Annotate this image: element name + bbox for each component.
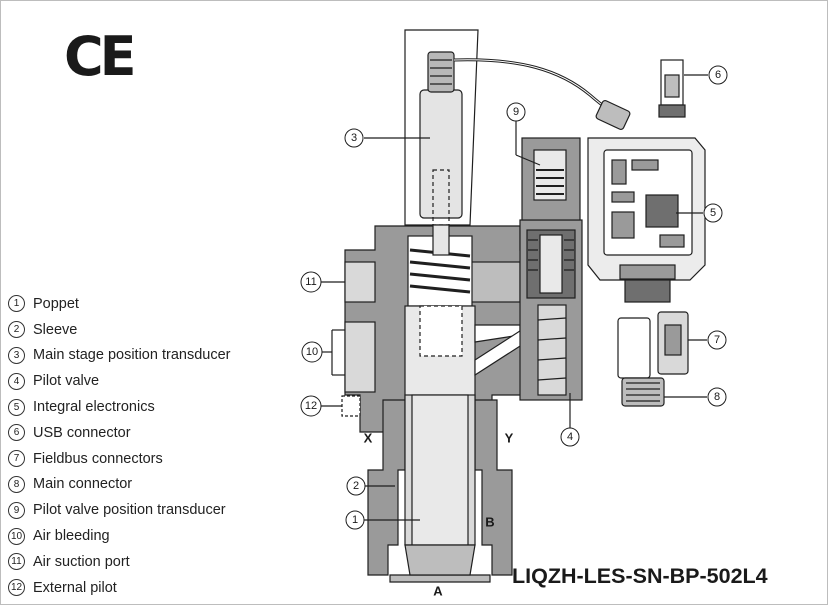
callout-9-label: 9 bbox=[513, 106, 519, 118]
legend-label: USB connector bbox=[33, 424, 131, 441]
legend-number: 3 bbox=[8, 346, 25, 364]
legend-label: Pilot valve bbox=[33, 373, 100, 390]
callout-6 bbox=[708, 65, 728, 85]
model-code: LIQZH-LES-SN-BP-502L4 bbox=[512, 564, 768, 588]
integral-electronics-box bbox=[587, 137, 706, 303]
callout-4-label: 4 bbox=[567, 431, 573, 443]
legend-number: 2 bbox=[8, 321, 25, 339]
legend-item-poppet: 1 Poppet bbox=[8, 291, 278, 317]
legend-item-air-suction-port: 11 Air suction port bbox=[8, 549, 278, 575]
callout-3 bbox=[344, 128, 364, 148]
cable-plug bbox=[595, 99, 631, 131]
pilot-valve bbox=[519, 219, 583, 401]
callout-1 bbox=[345, 510, 365, 530]
callout-10-label: 10 bbox=[306, 346, 318, 358]
callout-7-label: 7 bbox=[714, 334, 720, 346]
port-x-label: X bbox=[364, 431, 373, 446]
legend-item-integral-electronics: 5 Integral electronics bbox=[8, 394, 278, 420]
legend-number: 5 bbox=[8, 398, 25, 416]
callout-5 bbox=[703, 203, 723, 223]
legend-label: Air suction port bbox=[33, 553, 130, 570]
callout-12 bbox=[300, 395, 322, 417]
callout-5-label: 5 bbox=[710, 207, 716, 219]
callout-7 bbox=[707, 330, 727, 350]
legend-label: Main stage position transducer bbox=[33, 347, 231, 364]
legend-item-external-pilot: 12 External pilot bbox=[8, 575, 278, 601]
usb-connector-part bbox=[658, 59, 686, 118]
main-valve-body bbox=[344, 224, 546, 433]
legend-label: Integral electronics bbox=[33, 399, 155, 416]
ce-certification-mark: CE bbox=[64, 25, 137, 88]
external-pilot-plug bbox=[341, 395, 361, 417]
legend-label: Poppet bbox=[33, 295, 79, 312]
callout-12-label: 12 bbox=[305, 400, 317, 412]
pilot-valve-transducer bbox=[521, 137, 581, 221]
legend-number: 10 bbox=[8, 527, 25, 545]
callout-3-label: 3 bbox=[351, 132, 357, 144]
main-stage-transducer-housing bbox=[404, 29, 479, 226]
fieldbus-connectors-part bbox=[617, 311, 689, 379]
legend-number: 4 bbox=[8, 372, 25, 390]
legend-item-usb-connector: 6 USB connector bbox=[8, 420, 278, 446]
sleeve-and-poppet bbox=[367, 394, 513, 583]
legend-label: Pilot valve position transducer bbox=[33, 502, 226, 519]
legend-number: 9 bbox=[8, 501, 25, 519]
main-connector-part bbox=[621, 377, 665, 407]
legend-number: 7 bbox=[8, 450, 25, 468]
legend-number: 12 bbox=[8, 579, 25, 597]
legend-item-main-connector: 8 Main connector bbox=[8, 472, 278, 498]
callout-leader-lines bbox=[320, 74, 708, 521]
legend-label: Sleeve bbox=[33, 321, 78, 338]
legend-number: 11 bbox=[8, 553, 25, 571]
callout-2-label: 2 bbox=[353, 480, 359, 492]
legend-item-air-bleeding: 10 Air bleeding bbox=[8, 523, 278, 549]
parts-legend: 1 Poppet 2 Sleeve 3 Main stage position tra… bbox=[8, 291, 278, 601]
legend-item-main-stage-transducer: 3 Main stage position transducer bbox=[8, 343, 278, 369]
legend-number: 6 bbox=[8, 424, 25, 442]
callout-2 bbox=[346, 476, 366, 496]
callout-8-label: 8 bbox=[714, 391, 720, 403]
callout-8 bbox=[707, 387, 727, 407]
legend-item-fieldbus-connectors: 7 Fieldbus connectors bbox=[8, 446, 278, 472]
legend-label: External pilot bbox=[33, 579, 117, 596]
callout-11 bbox=[300, 271, 322, 293]
callout-4 bbox=[560, 427, 580, 447]
legend-number: 8 bbox=[8, 475, 25, 493]
legend-number: 1 bbox=[8, 295, 25, 313]
callout-9 bbox=[506, 102, 526, 122]
port-b-label: B bbox=[485, 515, 494, 530]
callout-10 bbox=[301, 341, 323, 363]
callout-11-label: 11 bbox=[305, 276, 316, 288]
port-y-label: Y bbox=[505, 431, 514, 446]
callout-1-label: 1 bbox=[352, 514, 358, 526]
legend-label: Air bleeding bbox=[33, 528, 110, 545]
legend-item-sleeve: 2 Sleeve bbox=[8, 317, 278, 343]
port-a-label: A bbox=[433, 584, 443, 599]
legend-item-pilot-valve-transducer: 9 Pilot valve position transducer bbox=[8, 497, 278, 523]
callout-6-label: 6 bbox=[715, 69, 721, 81]
legend-label: Fieldbus connectors bbox=[33, 450, 163, 467]
legend-label: Main connector bbox=[33, 476, 133, 493]
legend-item-pilot-valve: 4 Pilot valve bbox=[8, 368, 278, 394]
